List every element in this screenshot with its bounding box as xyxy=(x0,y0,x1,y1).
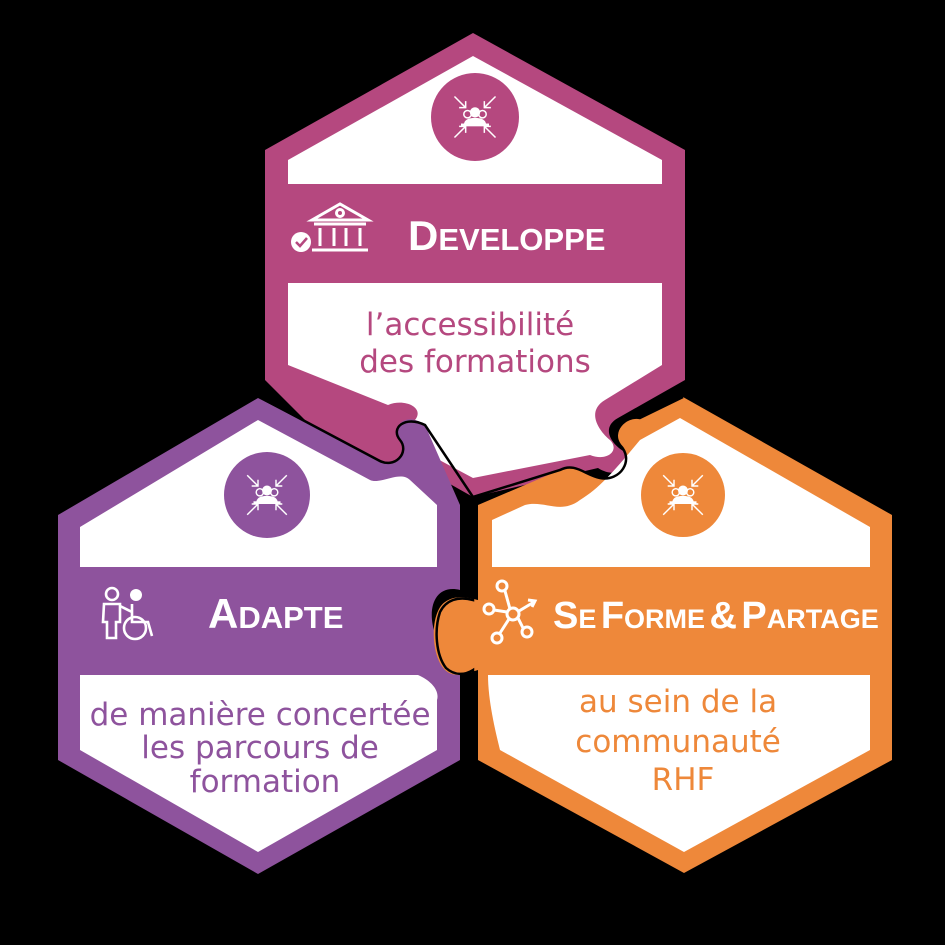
network-share-icon xyxy=(482,579,538,645)
adapte-title: ADAPTE xyxy=(208,590,343,637)
se-forme-partage-description: au sein de la communauté RHF xyxy=(575,684,790,798)
hexagon-developpe-lower-panel xyxy=(288,283,662,478)
developpe-title: DEVELOPPE xyxy=(408,212,605,259)
bank-check-icon xyxy=(291,202,374,252)
hexagon-se-forme-partage-lower-panel xyxy=(488,675,870,852)
hexagon-developpe: DEVELOPPE l’accessibilité des formations xyxy=(265,33,685,504)
se-forme-partage-title: SE FORME & PARTAGE xyxy=(553,595,879,637)
hexagon-adapte: ADAPTE de manière concertée les parcours… xyxy=(58,398,460,874)
developpe-description: l’accessibilité des formations xyxy=(359,307,591,380)
hexagon-adapte-lower-panel xyxy=(80,675,438,852)
adapte-description: de manière concertée les parcours de for… xyxy=(90,697,441,800)
wheelchair-helper-icon xyxy=(101,586,154,641)
puzzle-seams xyxy=(264,395,684,760)
hexagon-se-forme-partage: SE FORME & PARTAGE au sein de la communa… xyxy=(433,397,892,873)
